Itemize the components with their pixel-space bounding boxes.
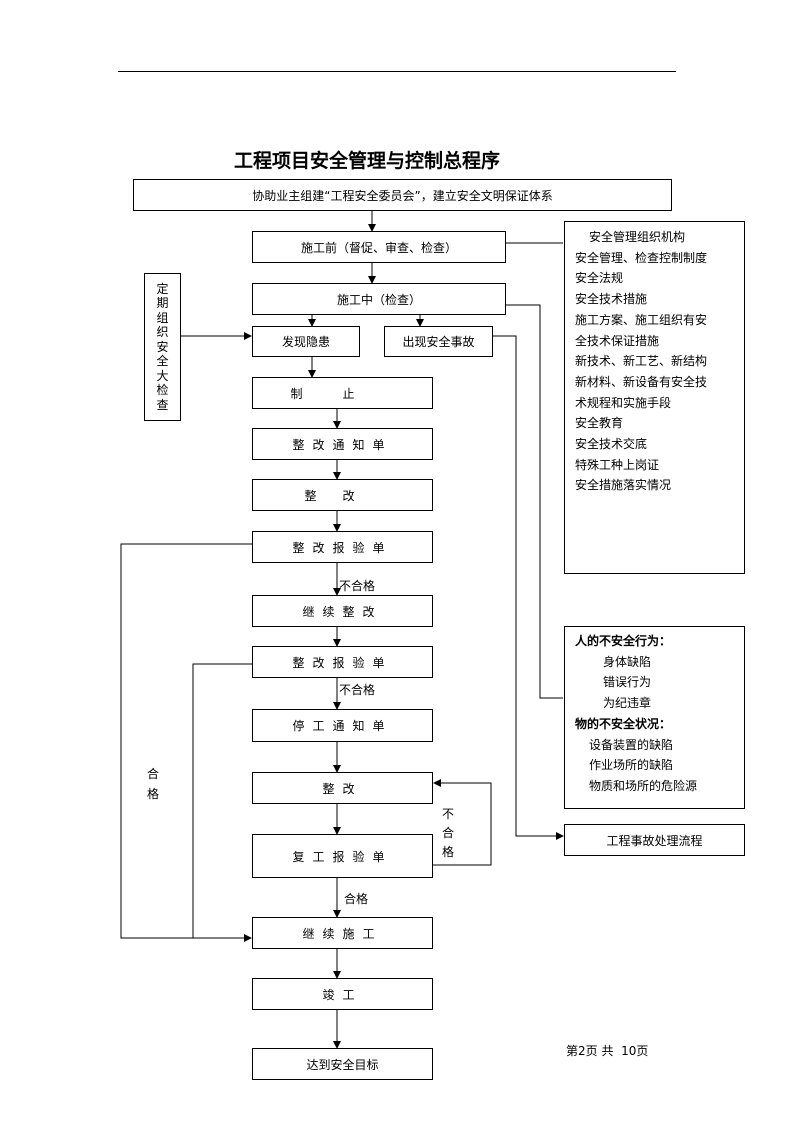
checklist-item: 安全技术措施 — [575, 292, 648, 307]
node-continue-rectify: 继续整改 — [252, 595, 433, 627]
checklist-item: 术规程和实施手段 — [575, 395, 672, 410]
node-rectify-report: 整改报验单 — [252, 531, 433, 563]
node-establish-system-label: 协助业主组建“工程安全委员会”，建立安全文明保证体系 — [252, 188, 553, 203]
page-footer: 第2页 共 10页 — [566, 1044, 649, 1058]
node-continue-rectify-label: 继续整改 — [302, 604, 383, 619]
node-accident-process: 工程事故处理流程 — [564, 824, 745, 856]
checklist-item: 安全管理、检查控制制度 — [575, 250, 708, 265]
fail-label-1: 不合格 — [339, 579, 376, 593]
node-rectify-report-2: 整改报验单 — [252, 646, 433, 678]
pass-label-left-char: 合 — [147, 767, 160, 781]
periodic-inspection-char: 期 — [156, 296, 169, 311]
pass-label-left: 合 格 — [147, 764, 159, 804]
node-rectify-notice-label: 整改通知单 — [292, 437, 393, 452]
node-rectify-report-label: 整改报验单 — [292, 540, 393, 555]
unsafe-human-item: 身体缺陷 — [603, 654, 652, 669]
node-rectify-2-label: 整改 — [322, 781, 363, 796]
fail-label-right-char: 不 — [442, 807, 455, 821]
unsafe-object-item: 设备装置的缺陷 — [589, 737, 674, 752]
periodic-inspection-char: 全 — [156, 354, 169, 369]
node-during-construction: 施工中（检查） — [252, 283, 506, 315]
unsafe-object-title: 物的不安全状况： — [575, 716, 672, 731]
node-stop-label: 制止 — [290, 386, 395, 401]
checklist-item: 特殊工种上岗证 — [575, 457, 660, 472]
periodic-inspection-char: 定 — [156, 281, 169, 296]
node-accident-label: 出现安全事故 — [402, 335, 475, 349]
checklist-item: 全技术保证措施 — [575, 333, 660, 348]
periodic-inspection-char: 查 — [156, 397, 169, 412]
node-continue-construction: 继续施工 — [252, 917, 433, 949]
node-stop-work-notice: 停工通知单 — [252, 709, 433, 742]
unsafe-factors-box — [564, 626, 745, 809]
fail-label-right-char: 格 — [442, 845, 455, 859]
checklist-item: 新材料、新设备有安全技 — [575, 374, 708, 389]
periodic-inspection-char: 大 — [156, 368, 169, 383]
node-completion: 竣工 — [252, 978, 433, 1010]
node-safety-goal: 达到安全目标 — [252, 1048, 433, 1080]
periodic-inspection-char: 检 — [156, 383, 169, 398]
node-rectify-label: 整改 — [304, 488, 381, 503]
node-before-construction-label: 施工前（督促、审查、检查） — [300, 240, 457, 255]
node-completion-label: 竣工 — [322, 987, 363, 1002]
node-before-construction: 施工前（督促、审查、检查） — [252, 231, 506, 263]
unsafe-human-title: 人的不安全行为： — [575, 634, 672, 648]
node-during-construction-label: 施工中（检查） — [336, 292, 421, 307]
checklist-item: 安全管理组织机构 — [589, 230, 686, 244]
node-establish-system: 协助业主组建“工程安全委员会”，建立安全文明保证体系 — [133, 179, 672, 211]
fail-label-right-char: 合 — [442, 826, 455, 840]
node-stop-work-notice-label: 停工通知单 — [292, 719, 393, 733]
node-continue-construction-label: 继续施工 — [302, 926, 383, 941]
fail-label-right: 不 合 格 — [442, 805, 454, 862]
node-find-hazard-label: 发现隐患 — [281, 335, 330, 349]
node-find-hazard: 发现隐患 — [252, 326, 360, 357]
unsafe-object-item: 作业场所的缺陷 — [589, 758, 674, 773]
unsafe-factors-list: 人的不安全行为： 身体缺陷 错误行为 为纪违章 物的不安全状况： 设备装置的缺陷… — [575, 631, 697, 797]
node-rectify: 整改 — [252, 479, 433, 511]
header-rule — [118, 71, 676, 72]
pre-construction-checklist-box — [564, 221, 745, 574]
page-title: 工程项目安全管理与控制总程序 — [234, 150, 501, 172]
checklist-item: 安全措施落实情况 — [575, 478, 672, 493]
unsafe-human-item: 为纪违章 — [603, 696, 652, 711]
checklist-item: 安全法规 — [575, 271, 624, 286]
node-rectify-2: 整改 — [252, 772, 433, 804]
node-accident-process-label: 工程事故处理流程 — [606, 833, 703, 848]
periodic-inspection-char: 安 — [156, 339, 169, 354]
unsafe-object-item: 物质和场所的危险源 — [589, 778, 698, 793]
node-rectify-notice: 整改通知单 — [252, 428, 433, 460]
checklist-item: 新技术、新工艺、新结构 — [575, 354, 708, 369]
node-stop: 制止 — [252, 377, 433, 409]
checklist-item: 安全技术交底 — [575, 437, 648, 452]
pre-construction-checklist: 安全管理组织机构 安全管理、检查控制制度 安全法规 安全技术措施 施工方案、施工… — [575, 227, 707, 496]
periodic-inspection-char: 织 — [156, 325, 169, 340]
periodic-inspection-box: 定 期 组 织 安 全 大 检 查 — [144, 273, 181, 421]
checklist-item: 安全教育 — [575, 416, 624, 431]
node-safety-goal-label: 达到安全目标 — [306, 1057, 379, 1072]
node-accident: 出现安全事故 — [384, 326, 493, 357]
fail-label-2: 不合格 — [339, 683, 376, 697]
node-rectify-report-2-label: 整改报验单 — [292, 655, 393, 670]
node-resume-report-label: 复工报验单 — [292, 849, 393, 864]
node-resume-report: 复工报验单 — [252, 834, 433, 878]
unsafe-human-item: 错误行为 — [603, 675, 652, 690]
checklist-item: 施工方案、施工组织有安 — [575, 312, 708, 327]
pass-label-left-char: 格 — [147, 787, 160, 801]
pass-label: 合格 — [344, 892, 369, 906]
periodic-inspection-char: 组 — [156, 310, 169, 325]
